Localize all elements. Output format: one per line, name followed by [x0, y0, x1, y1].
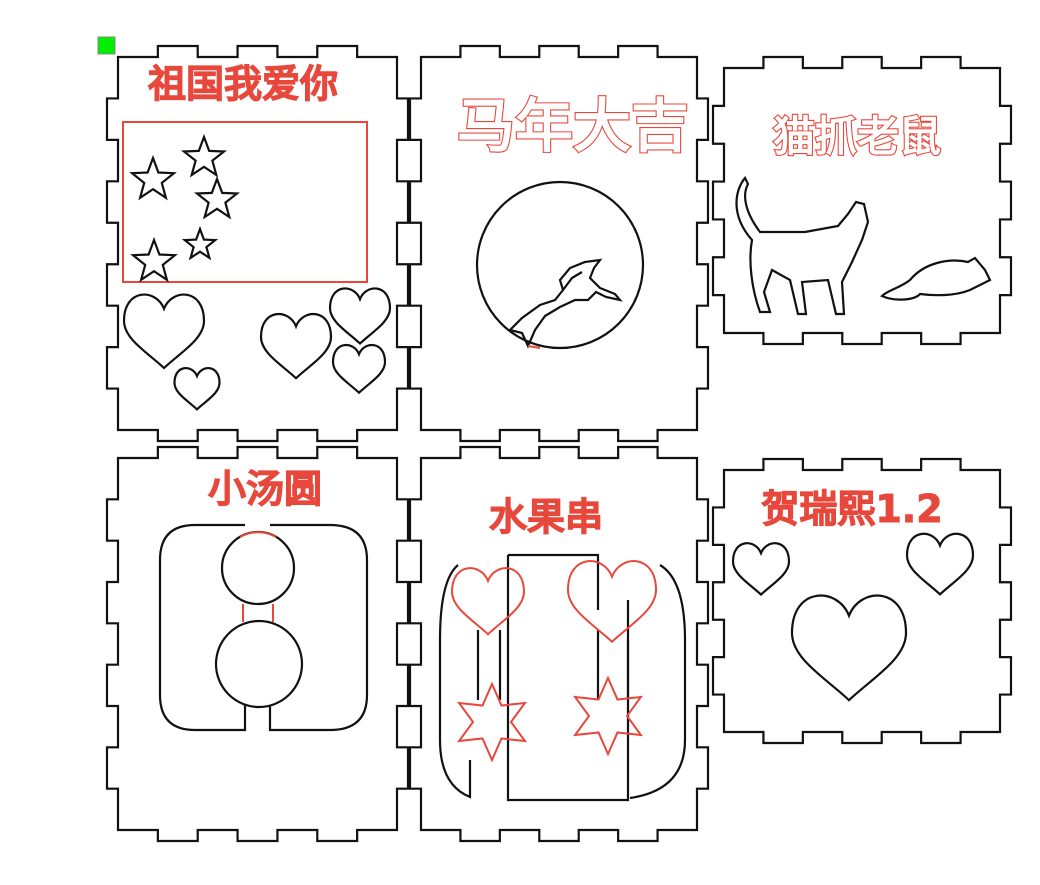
panel-5-label: 水果串: [489, 495, 603, 539]
heart-icon: [450, 567, 526, 636]
flag-stars: [129, 133, 241, 283]
star-icon: [180, 133, 228, 178]
panel-3-outline: [711, 55, 1013, 346]
tangyuan-bottom: [214, 619, 304, 709]
heart-icon: [328, 287, 392, 346]
star-icon: [129, 154, 177, 201]
mouse-icon: [880, 256, 992, 301]
moon-circle: [475, 180, 645, 350]
panel-2-outline: [408, 44, 710, 443]
starburst-icon: [572, 675, 644, 757]
heart-icon: [790, 594, 908, 702]
heart-icon: [731, 542, 791, 597]
hearts-group: [122, 287, 392, 411]
star-icon: [130, 236, 178, 283]
panel-1: 祖国我爱你: [122, 62, 392, 411]
flag-rectangle: [122, 121, 368, 283]
starburst-icon: [456, 681, 528, 763]
fruit-shapes: [450, 560, 658, 763]
panel-5-outline: [408, 445, 710, 843]
panel-2-label: 马年大吉: [457, 92, 689, 160]
hearts-group: [731, 532, 975, 702]
skewer-frame: [438, 553, 687, 802]
horse-icon: [507, 258, 623, 349]
star-icon: [181, 225, 219, 261]
panel-4-label: 小汤圆: [208, 467, 322, 511]
heart-icon: [566, 560, 658, 644]
panel-6: 贺瑞熙1.2: [731, 487, 975, 702]
left-rounded-shape: [158, 523, 247, 732]
horse-engrave: [527, 345, 541, 349]
heart-icon: [905, 532, 975, 596]
panel-2: 马年大吉: [456, 91, 690, 350]
right-rounded-shape: [268, 523, 369, 732]
panel-4-outline: [105, 445, 410, 843]
panel-1-outline: [105, 44, 410, 443]
panel-1-label: 祖国我爱你: [148, 62, 338, 106]
tangyuan-top: [220, 530, 296, 606]
cat-icon: [735, 176, 870, 316]
star-icon: [193, 175, 241, 220]
panel-3-label: 猫抓老鼠: [773, 112, 941, 161]
skewer-sticks: [476, 600, 630, 700]
tangyuan-engrave: [239, 531, 277, 622]
heart-icon: [122, 293, 206, 370]
heart-icon: [259, 312, 333, 380]
panel-3: 猫抓老鼠: [735, 111, 992, 316]
panel-6-label: 贺瑞熙1.2: [761, 487, 942, 531]
panel-5: 水果串: [438, 495, 687, 802]
panel-6-outline: [711, 457, 1013, 745]
panel-outlines: [105, 44, 1013, 843]
heart-icon: [331, 344, 387, 395]
heart-icon: [173, 367, 221, 411]
panel-4: 小汤圆: [158, 467, 369, 732]
origin-marker[interactable]: [97, 36, 116, 55]
